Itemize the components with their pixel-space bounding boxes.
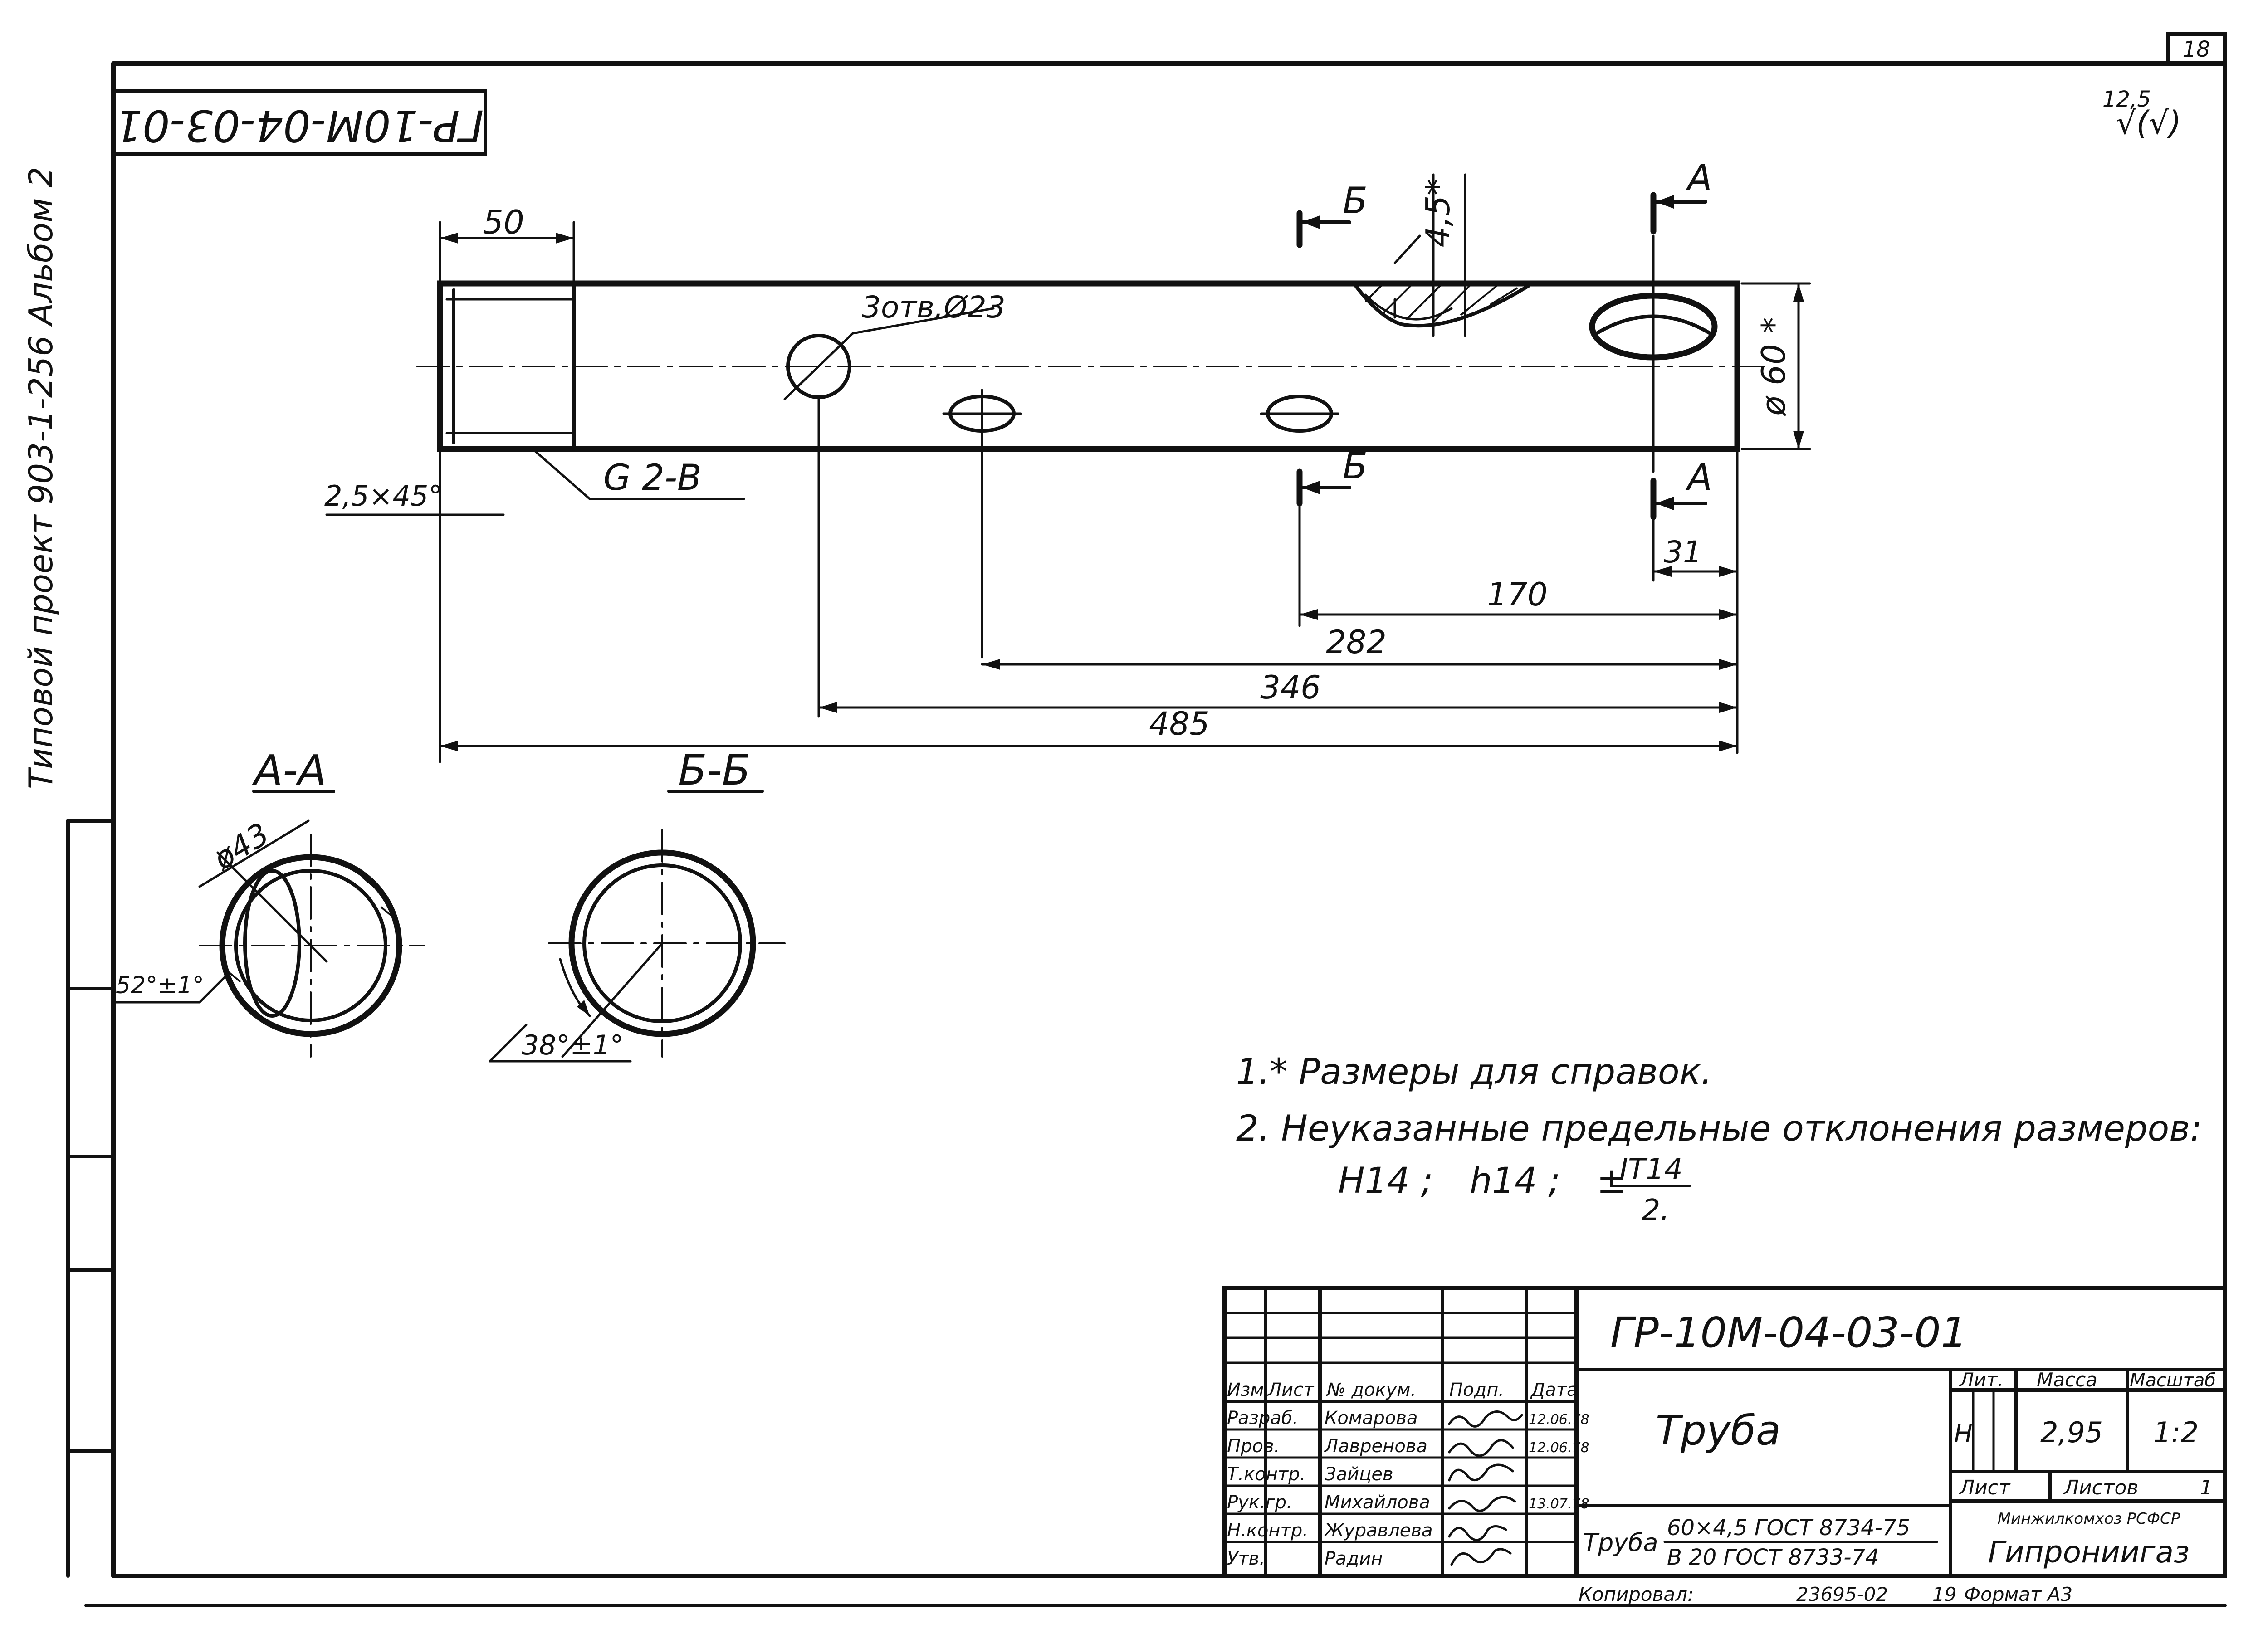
dim-485-value: 485 [1149, 705, 1210, 742]
row-name: Журавлева [1323, 1520, 1433, 1541]
section-marker-b-top: Б [1296, 180, 1368, 248]
note-2: 2. Неуказанные предельные отклонения раз… [1236, 1108, 2202, 1149]
sheet-number-box: 18 [2166, 32, 2227, 65]
scale-value: 1:2 [2153, 1416, 2199, 1449]
lit-header: Лит. [1959, 1369, 2004, 1391]
dim-thread: G 2-B [534, 450, 745, 500]
title-block: Изм. Лист № докум. Подп. Дата Разраб. Ко… [1222, 1286, 2227, 1578]
section-marker-b-bottom: Б [1296, 445, 1368, 507]
dim-282-value: 282 [1326, 624, 1387, 661]
tol-plus-minus: ± [1597, 1161, 1626, 1201]
row-role: Пров. [1227, 1436, 1280, 1457]
dim-thread-length: 50 [439, 203, 575, 283]
sheet-number: 18 [2182, 37, 2210, 62]
col-sign: Подп. [1449, 1380, 1504, 1400]
row-name: Радин [1325, 1548, 1383, 1569]
dim-346: 346 [817, 398, 1739, 718]
tol-h14-small: h14 ; [1470, 1161, 1560, 1201]
section-a-a-label: А-А [252, 746, 326, 795]
section-marker-a-bottom: А [1650, 456, 1712, 520]
col-date: Дата [1530, 1380, 1578, 1400]
tol-h14: H14 ; [1338, 1161, 1433, 1201]
row-date: 12.06.78 [1529, 1440, 1589, 1456]
section-b-b-label: Б-Б [678, 746, 750, 795]
roughness-value: 12,5 [2102, 87, 2151, 112]
signatures [1448, 1410, 1523, 1566]
pipe-main-view: Б Б А А 50 3отв.Ø [324, 157, 1811, 763]
sheet-label: Лист [1959, 1476, 2011, 1499]
section-a-mark-top: А [1685, 157, 1712, 199]
row-role: Н.контр. [1227, 1520, 1308, 1541]
copy-order: 23695-02 [1796, 1583, 1888, 1605]
copy-num: 19 [1932, 1583, 1956, 1605]
tol-numerator: IT14 [1619, 1153, 1682, 1186]
org-name: Гипрониигаз [1988, 1535, 2190, 1570]
material-label: Труба [1583, 1528, 1658, 1557]
tol-denominator: 2. [1642, 1194, 1669, 1227]
thread-g2b: G 2-B [603, 458, 702, 498]
title-code: ГР-10М-04-03-01 [1610, 1308, 1967, 1357]
row-name: Зайцев [1325, 1464, 1393, 1485]
notes: 1.* Размеры для справок. 2. Неуказанные … [1236, 1052, 2202, 1227]
copy-line: Копировал: 23695-02 19 Формат А3 [1579, 1583, 2072, 1605]
row-date: 12.06.78 [1529, 1412, 1589, 1428]
org-top: Минжилкомхоз РСФСР [1998, 1510, 2180, 1528]
dim-chamfer: 2,5×45° [324, 479, 505, 516]
row-role: Разраб. [1227, 1408, 1298, 1429]
dim-31: 31 [1652, 448, 1739, 754]
dim-diameter: ø 60 * [1740, 282, 1811, 450]
sheets-value: 1 [2200, 1476, 2213, 1499]
dim-50: 50 [483, 203, 524, 241]
side-stamp: Типовой проект 903-1-256 Альбом 2 [22, 167, 60, 789]
scale-header: Масштаб [2130, 1370, 2216, 1391]
row-name: Комарова [1325, 1408, 1418, 1429]
row-role: Рук.гр. [1227, 1492, 1292, 1513]
dim-346-value: 346 [1260, 669, 1321, 706]
roughness-mark: 12,5 √(√) [2102, 87, 2181, 141]
dim-60: ø 60 * [1755, 317, 1793, 416]
section-a-angle: 52°±1° [116, 972, 204, 999]
material-top: 60×4,5 ГОСТ 8734-75 [1667, 1515, 1910, 1541]
col-doc: № докум. [1326, 1380, 1416, 1400]
dim-holes: 3отв.Ø23 [862, 290, 1006, 325]
dim-2-5x45: 2,5×45° [324, 479, 442, 512]
dim-wall: 4,5* [1419, 173, 1466, 337]
mass-header: Масса [2037, 1369, 2097, 1391]
roughness-symbol: √(√) [2116, 104, 2181, 141]
section-b-mark-bottom: Б [1343, 445, 1368, 487]
corner-code-stamp: ГР-10М-04-03-01 [112, 89, 487, 156]
row-name: Лавренова [1324, 1436, 1427, 1457]
title-name: Труба [1656, 1407, 1781, 1454]
dim-31-value: 31 [1664, 535, 1702, 570]
section-a-a: А-А ø43 52°±1° [112, 746, 425, 1058]
corner-code: ГР-10М-04-03-01 [115, 100, 484, 150]
sheets-label: Листов [2063, 1476, 2138, 1499]
dim-4-5: 4,5* [1419, 179, 1457, 248]
section-b-mark-top: Б [1343, 180, 1368, 222]
dim-282: 282 [981, 624, 1739, 670]
copy-copied: Копировал: [1579, 1583, 1694, 1605]
col-list: Лист [1267, 1380, 1315, 1400]
row-role: Утв. [1227, 1548, 1265, 1569]
col-izm: Изм. [1227, 1380, 1270, 1400]
dim-170: 170 [1298, 502, 1739, 627]
note-1: 1.* Размеры для справок. [1236, 1052, 1712, 1093]
section-marker-a-top: А [1650, 157, 1712, 473]
mass-value: 2,95 [2040, 1416, 2103, 1449]
material-bottom: В 20 ГОСТ 8733-74 [1667, 1545, 1879, 1570]
dim-485: 485 [439, 448, 1739, 763]
wall-cut-section [1352, 234, 1530, 328]
sheet-frame [66, 61, 2227, 1607]
section-a-mark-bottom: А [1685, 456, 1712, 498]
section-b-angle: 38°±1° [522, 1029, 624, 1061]
copy-format: Формат А3 [1964, 1583, 2072, 1605]
dim-170-value: 170 [1487, 576, 1548, 613]
row-name: Михайлова [1325, 1492, 1430, 1513]
lit-value: Н [1954, 1419, 1973, 1448]
section-b-b: Б-Б 38°±1° [489, 746, 786, 1063]
row-role: Т.контр. [1227, 1464, 1305, 1485]
